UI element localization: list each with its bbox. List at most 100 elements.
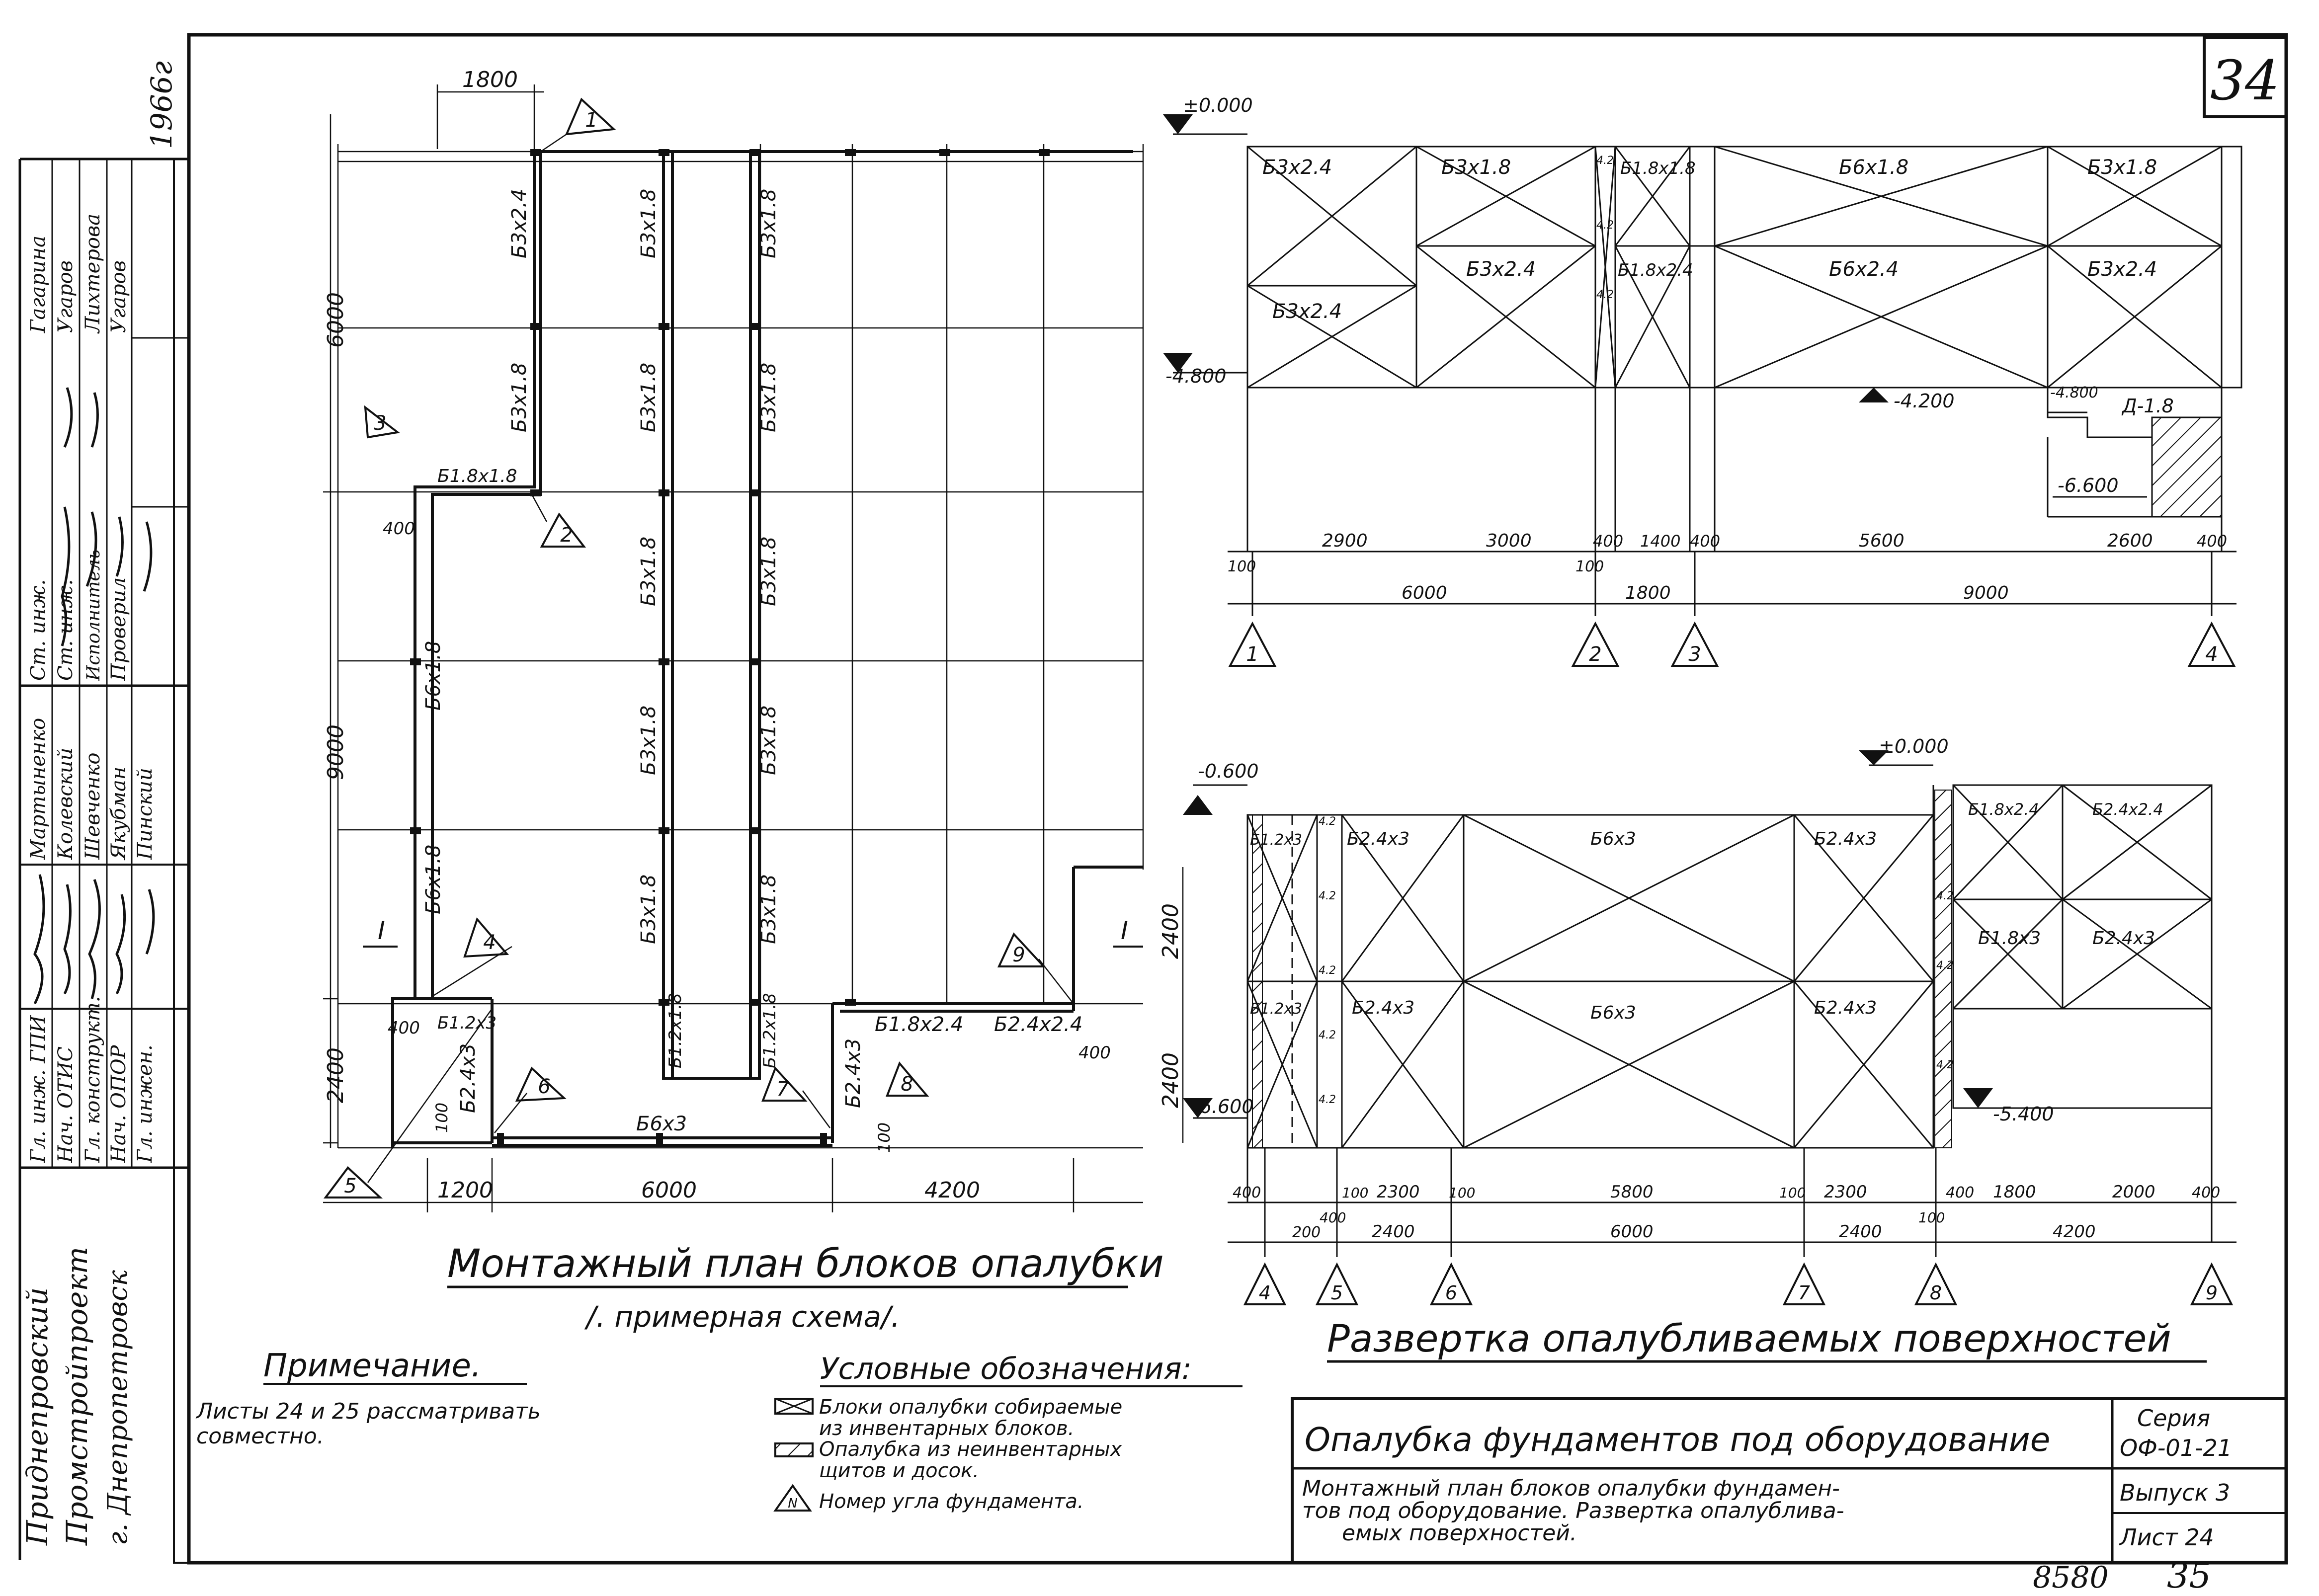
block-connectors (410, 149, 1050, 1144)
elev1-corner-numbers: 1 2 3 4 (1246, 643, 2218, 666)
role-b-3: Исполнитель (83, 550, 104, 681)
name-b-1: Гагарина (27, 236, 50, 333)
elev2-dims: 400 400 100 2300 100 5800 100 2300 400 1… (1233, 1182, 2220, 1242)
elev-block-label: 4.2 (1596, 289, 1614, 301)
plan-block-label: Б3х1.8 (757, 706, 780, 775)
legend-title: Условные обозначения: (820, 1352, 1192, 1386)
elev-block-label: 4.2 (1319, 964, 1336, 977)
role-5: Гл. инжен. (134, 1044, 157, 1163)
plan-block-label: Б1.8х1.8 (437, 466, 517, 486)
role-1: Гл. инж. ГПИ (27, 1015, 50, 1163)
dim: 100 (1918, 1209, 1945, 1226)
elev-block-label: Б2.4х3 (1814, 998, 1877, 1018)
level-label: ±0.000 (1183, 94, 1253, 116)
plan-block-label: Б3х1.8 (637, 363, 660, 432)
dim: 400 (1690, 532, 1720, 551)
corner-number: 6 (1445, 1282, 1457, 1304)
dim: 100 (1575, 558, 1604, 575)
legend-line: Номер угла фундамента. (819, 1490, 1084, 1513)
elev-block-label: Б3х1.8 (2087, 156, 2157, 179)
level-label: -0.600 (1198, 760, 1259, 782)
org-line-1: Приднепровский (20, 1287, 54, 1546)
plan-block-label: Б3х1.8 (637, 189, 660, 258)
elev1-corners (1228, 621, 2236, 667)
plan-block-label: Б3х1.8 (637, 537, 660, 606)
corner-number: 7 (776, 1078, 789, 1101)
dim: 100 (1342, 1185, 1368, 1201)
plan-subtitle: /. примерная схема/. (584, 1300, 900, 1334)
dim-400: 400 (383, 519, 415, 539)
elev2-corners (1243, 1262, 2234, 1305)
elev-block-label: Б6х3 (1590, 1003, 1636, 1023)
signatures (33, 387, 155, 1005)
name-b-4: Угаров (107, 260, 130, 333)
corner-number: 6 (538, 1075, 550, 1098)
level-label: -6.600 (2058, 475, 2119, 496)
sheet-number: 34 (2210, 49, 2280, 112)
page-number: 35 (2167, 1555, 2211, 1596)
elev2-block-labels: Б1.2х3 Б2.4х3 Б6х3 Б2.4х3 Б1.8х2.4 Б2.4х… (1250, 800, 2163, 1106)
role-3: Гл. конструкт. (82, 996, 104, 1163)
dim-2400-left: 2400 (323, 1047, 348, 1103)
plan-block-label: Б1.2х3 (437, 1013, 497, 1033)
elev-block-label: Б3х2.4 (1272, 300, 1342, 323)
elevation-1: ±0.000 -4.800 -4.200 -4.800 -6.600 Д-1.8… (1163, 94, 2242, 667)
elev-block-label: 4.2 (1936, 959, 1954, 972)
dim-9000: 9000 (323, 724, 348, 780)
elev-block-label: 4.2 (1319, 1029, 1336, 1041)
dim-6000: 6000 (323, 292, 348, 348)
plan-block-labels: Б3х2.4 Б3х1.8 Б3х1.8 Б3х1.8 Б3х1.8 Б3х1.… (422, 189, 1082, 1135)
elev1-dims: 100 2900 3000 100 400 1400 400 5600 2600… (1228, 531, 2227, 603)
elev-block-label: 4.2 (1319, 890, 1336, 902)
elev-block-label: Б3х2.4 (2087, 258, 2157, 281)
elev2-blocks (1246, 784, 2213, 1149)
plan-block-label: Б3х1.8 (508, 363, 531, 432)
corner-number: 8 (1930, 1282, 1942, 1304)
dim: 2300 (1377, 1182, 1420, 1202)
plan-block-label: Б3х1.8 (757, 363, 780, 432)
dim: 400 (1593, 532, 1623, 551)
elev-block-label: Б6х2.4 (1829, 258, 1899, 281)
elev-block-label: Б2.4х3 (1347, 829, 1409, 849)
elev-block-label: Б1.2х3 (1250, 1000, 1302, 1018)
name-b-3: Лихтерова (82, 214, 104, 334)
elev-block-label: Б1.2х3 (1250, 831, 1302, 849)
plan-block-label: Б3х2.4 (508, 189, 531, 258)
year: 1966г (145, 61, 178, 149)
legend-line: из инвентарных блоков. (819, 1417, 1074, 1440)
name-b-2: Угаров (54, 260, 77, 333)
elev2-corner-numbers: 4 5 6 7 8 9 (1259, 1282, 2218, 1304)
corner-number: 8 (901, 1073, 913, 1096)
mounting-plan: Б3х2.4 Б3х1.8 Б3х1.8 Б3х1.8 Б3х1.8 Б3х1.… (323, 67, 1184, 1334)
level-label: ±0.000 (1879, 735, 1949, 757)
elev-block-label: Б2.4х3 (2092, 928, 2155, 949)
elev-block-label: Б2.4х3 (1814, 829, 1877, 849)
elev2-hatch-strip (1934, 790, 1952, 1148)
elev-block-label: Б3х2.4 (1466, 258, 1536, 281)
dim: 6000 (1402, 583, 1447, 603)
plan-block-label: Б2.4х2.4 (994, 1013, 1082, 1036)
plan-block-label: Б2.4х3 (457, 1043, 480, 1113)
dim: 100 (1449, 1185, 1475, 1201)
dim: 5600 (1859, 531, 1905, 551)
elev-block-label: 4.2 (1319, 815, 1336, 828)
dim: 2400 (1839, 1222, 1882, 1242)
corner-number: 5 (344, 1175, 356, 1197)
elev1-blocks (1246, 146, 2242, 389)
series-value: ОФ-01-21 (2120, 1435, 2232, 1461)
dim: 4200 (2053, 1222, 2096, 1242)
plan-block-label: Б1.2х1.8 (760, 993, 780, 1068)
dim: 100 (1779, 1185, 1806, 1201)
level-label: -4.800 (2050, 384, 2098, 401)
main-title: Опалубка фундаментов под оборудование (1305, 1421, 2050, 1459)
dim-2400-right-2: 2400 (1158, 1052, 1183, 1108)
name-a-2: Колевский (54, 748, 77, 860)
plan-block-label: Б6х3 (636, 1113, 687, 1135)
dim-100: 100 (875, 1122, 894, 1153)
corner-number: 3 (374, 412, 386, 435)
dim-4200: 4200 (924, 1178, 980, 1203)
elev2-levels: -0.600 ±0.000 -6.600 -5.400 (1193, 735, 2054, 1125)
plan-dimension-lines (323, 84, 1184, 1212)
elev1-levels: ±0.000 -4.800 -4.200 -4.800 -6.600 Д-1.8 (1165, 94, 2174, 496)
corner-number: 3 (1688, 643, 1701, 666)
